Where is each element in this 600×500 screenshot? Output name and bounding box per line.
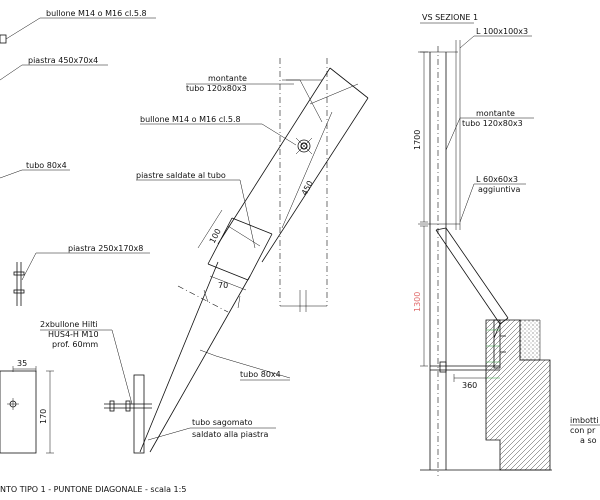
- right-title: VS SEZIONE 1: [422, 13, 478, 22]
- strut-section-lower: [445, 227, 509, 319]
- shaped-label-1: tubo sagomato: [192, 418, 253, 427]
- base-plate-side: 2xbullone Hilti HUS4-H M10 prof. 60mm: [40, 320, 152, 454]
- shaped-label-2: saldato alla piastra: [192, 430, 268, 439]
- dim-70: 70: [218, 281, 228, 290]
- right-section-view: VS SEZIONE 1 L 100x100x3 montante tubo 1…: [413, 13, 600, 476]
- plate-mid-label: piastra 250x170x8: [68, 244, 143, 253]
- angle-add-label-2: aggiuntiva: [478, 185, 521, 194]
- dim-170: 170: [39, 409, 48, 424]
- hilti-label-3: prof. 60mm: [52, 340, 98, 349]
- upright-tube-label-right: tubo 120x80x3: [462, 119, 523, 128]
- upright-tube: montante tubo 120x80x3: [186, 58, 328, 312]
- bolt-top-leader: bullone M14 o M16 cl.5.8: [0, 9, 156, 44]
- bolt-mid-label: bullone M14 o M16 cl.5.8: [140, 115, 241, 124]
- diagonal-plate: 450: [217, 67, 369, 263]
- shaped-tube-leader: tubo sagomato saldato alla piastra: [147, 418, 276, 441]
- tube-left-label: tubo 80x4: [26, 161, 67, 170]
- hilti-label-1: 2xbullone Hilti: [40, 320, 98, 329]
- upright-tube-label: tubo 120x80x3: [186, 84, 247, 93]
- dim-100: 100: [208, 227, 223, 245]
- base-plate-front: 35 170: [0, 359, 54, 454]
- note-line-1: imbotti: [570, 416, 598, 425]
- upright-label-right: montante: [476, 109, 515, 118]
- upright-label: montante: [208, 74, 247, 83]
- note-line-2: con pr: [570, 426, 596, 435]
- wall-section: [485, 319, 551, 471]
- note-line-3: a so: [580, 436, 597, 445]
- plate-top-leader: piastra 450x70x4: [0, 56, 108, 81]
- welded-plates-label: piastre saldate al tubo: [136, 171, 226, 180]
- bolt-top-label: bullone M14 o M16 cl.5.8: [46, 9, 147, 18]
- dim-360: 360: [462, 381, 477, 390]
- angle-add-label-1: L 60x60x3: [476, 175, 518, 184]
- plate-top-label: piastra 450x70x4: [28, 56, 98, 65]
- dim-35: 35: [17, 359, 27, 368]
- left-title: NTO TIPO 1 - PUNTONE DIAGONALE - scala 1…: [0, 485, 186, 494]
- hilti-label-2: HUS4-H M10: [48, 330, 99, 339]
- strut-section-upper: [435, 229, 501, 325]
- dim-1300: 1300: [413, 292, 422, 312]
- bolt-mid: bullone M14 o M16 cl.5.8: [140, 115, 313, 155]
- dim-1700: 1700: [413, 130, 422, 150]
- angle-top-label: L 100x100x3: [476, 27, 528, 36]
- tube-diag-label: tubo 80x4: [240, 370, 281, 379]
- tube-left-leader: tubo 80x4: [0, 161, 70, 179]
- left-elevation-view: bullone M14 o M16 cl.5.8 piastra 450x70x…: [0, 9, 369, 494]
- left-base-bolt: piastra 250x170x8: [13, 244, 150, 306]
- lower-diagonal-tube: tubo 80x4: [139, 261, 291, 453]
